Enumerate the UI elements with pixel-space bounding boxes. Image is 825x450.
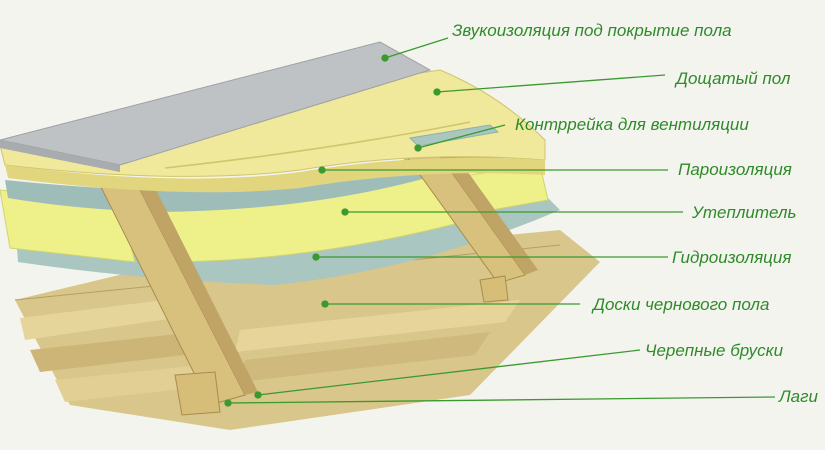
sound-insulation-layer	[0, 41, 432, 172]
label-insulation: Утеплитель	[691, 203, 796, 222]
label-counter-batten: Контррейка для вентиляции	[515, 115, 749, 134]
counter-battens	[408, 124, 500, 147]
leader-lines	[224, 37, 776, 407]
label-floorboard: Дощатый пол	[674, 69, 791, 88]
label-joists: Лаги	[778, 387, 818, 406]
label-waterproofing: Гидроизоляция	[672, 248, 791, 267]
label-subfloor-boards: Доски чернового пола	[591, 295, 769, 314]
label-vapor-barrier: Пароизоляция	[678, 160, 792, 179]
label-cranial-bars: Черепные бруски	[645, 341, 784, 360]
label-sound-insulation: Звукоизоляция под покрытие пола	[452, 21, 732, 40]
